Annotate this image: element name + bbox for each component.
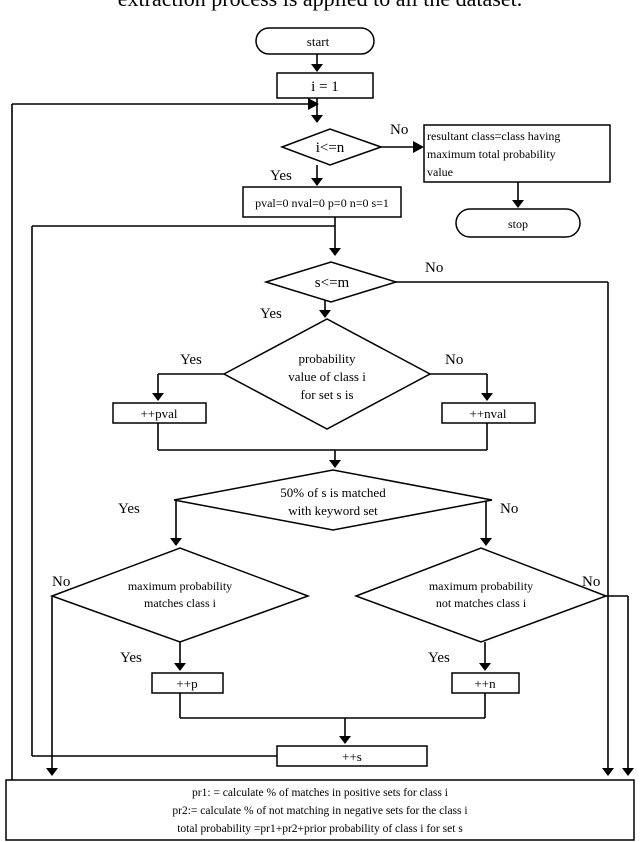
max-match-diamond: maximum probability matches class i xyxy=(49,547,311,643)
max-match-line-1: maximum probability xyxy=(128,579,232,593)
max-match-line-2: matches class i xyxy=(144,596,217,610)
match-line-2: with keyword set xyxy=(288,503,378,518)
init-i-box: i = 1 xyxy=(276,72,374,99)
result-line-3: value xyxy=(427,165,453,179)
flow-arrowheads xyxy=(46,64,634,776)
init-vars-box: pval=0 nval=0 p=0 n=0 s=1 xyxy=(242,186,402,218)
intro-text: extraction process is applied to all the… xyxy=(0,0,640,12)
flow-connectors xyxy=(11,54,629,782)
s-condition-diamond: s<=m xyxy=(263,261,399,303)
inc-nval-label: ++nval xyxy=(469,406,506,421)
stop-node: stop xyxy=(455,208,581,238)
max-not-match-diamond: maximum probability not matches class i xyxy=(353,547,609,643)
init-i-label: i = 1 xyxy=(311,79,339,95)
label-prob-yes: Yes xyxy=(180,352,202,368)
final-calculation-box: pr1: = calculate % of matches in positiv… xyxy=(5,779,635,841)
max-not-match-line-2: not matches class i xyxy=(436,596,527,610)
label-prob-no: No xyxy=(445,352,463,368)
probability-diamond: probability value of class i for set s i… xyxy=(222,318,432,430)
start-node: start xyxy=(255,27,375,55)
i-condition-diamond: i<=n xyxy=(279,128,384,166)
result-box: resultant class=class having maximum tot… xyxy=(423,124,611,183)
s-condition-label: s<=m xyxy=(315,275,350,291)
inc-p-label: ++p xyxy=(176,676,197,691)
i-condition-label: i<=n xyxy=(316,140,345,156)
edge-labels: No Yes No Yes Yes No Yes No No Yes Yes N… xyxy=(52,122,600,666)
inc-p-box: ++p xyxy=(151,672,224,694)
label-match-yes: Yes xyxy=(118,501,140,517)
final-line-1: pr1: = calculate % of matches in positiv… xyxy=(192,787,448,799)
label-s-yes: Yes xyxy=(260,306,282,322)
match-line-1: 50% of s is matched xyxy=(280,485,386,500)
final-line-2: pr2:= calculate % of not matching in neg… xyxy=(172,805,467,817)
match-diamond: 50% of s is matched with keyword set xyxy=(173,469,493,531)
result-line-2: maximum total probability xyxy=(427,147,556,161)
start-label: start xyxy=(307,34,330,49)
stop-label: stop xyxy=(508,217,528,231)
inc-s-label: ++s xyxy=(342,749,362,764)
inc-n-label: ++n xyxy=(474,676,496,691)
probability-line-1: probability xyxy=(298,351,356,366)
label-i-yes: Yes xyxy=(270,168,292,184)
init-vars-label: pval=0 nval=0 p=0 n=0 s=1 xyxy=(255,196,389,210)
inc-s-box: ++s xyxy=(276,745,428,767)
label-left-yes: Yes xyxy=(120,650,142,666)
label-right-yes: Yes xyxy=(428,650,450,666)
inc-pval-label: ++pval xyxy=(140,406,177,421)
inc-n-box: ++n xyxy=(451,672,520,694)
inc-nval-box: ++nval xyxy=(441,402,536,424)
result-line-1: resultant class=class having xyxy=(427,129,560,143)
inc-pval-box: ++pval xyxy=(112,402,207,424)
label-i-no: No xyxy=(390,122,408,138)
probability-line-3: for set s is xyxy=(300,387,353,402)
probability-line-2: value of class i xyxy=(288,369,366,384)
max-not-match-line-1: maximum probability xyxy=(429,579,533,593)
label-match-no: No xyxy=(500,501,518,517)
label-right-no: No xyxy=(582,574,600,590)
label-left-no: No xyxy=(52,574,70,590)
final-line-3: total probability =pr1+pr2+prior probabi… xyxy=(177,823,463,835)
label-s-no: No xyxy=(425,260,443,276)
